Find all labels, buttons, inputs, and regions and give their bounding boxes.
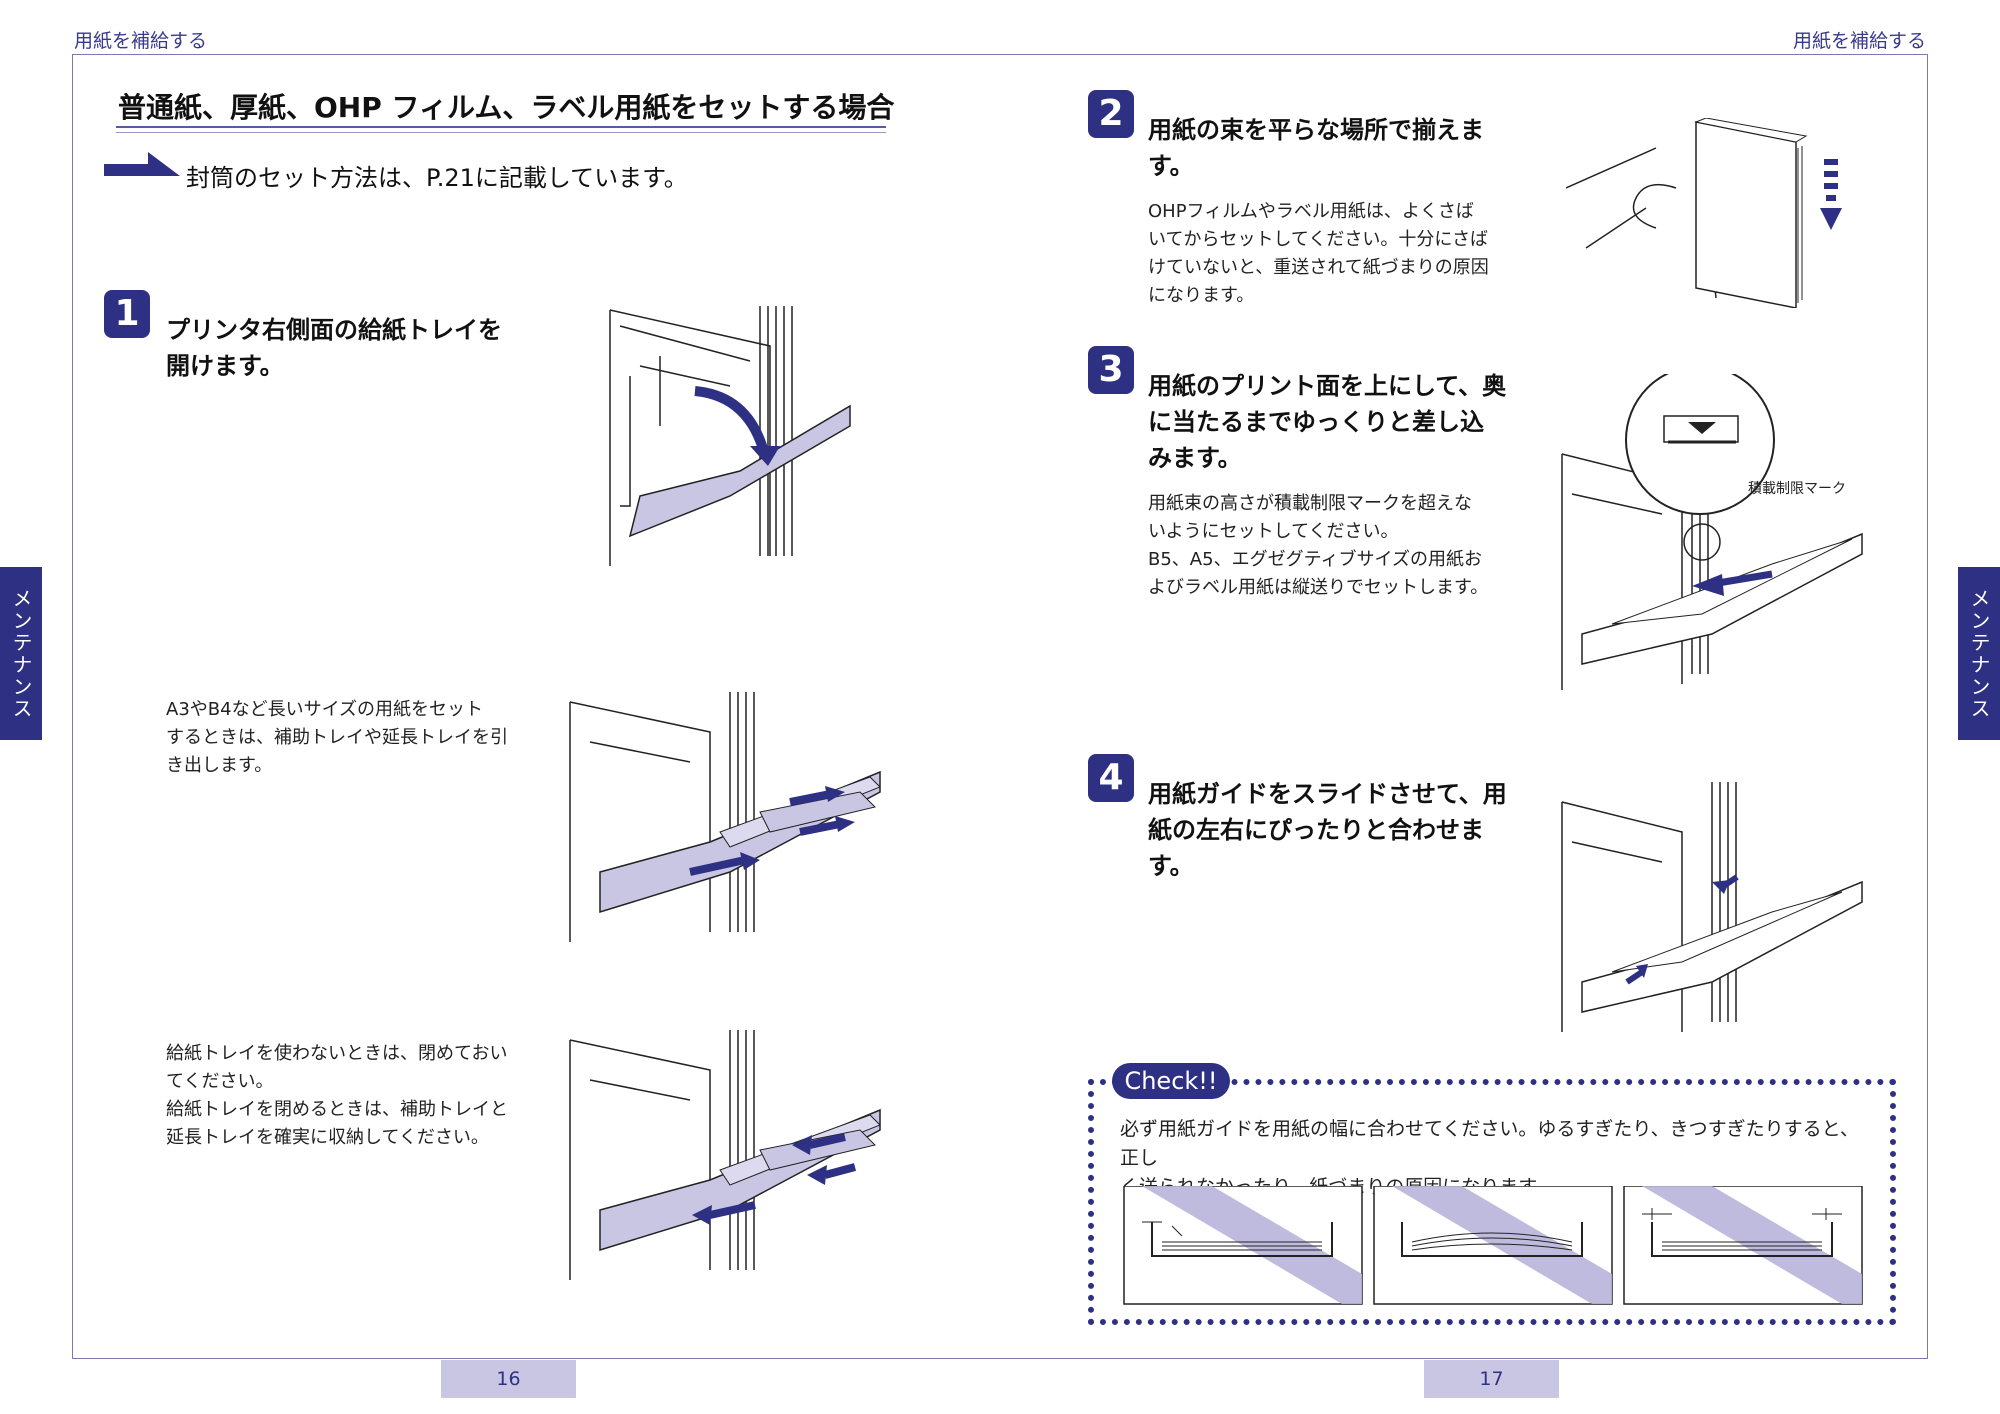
step-3-body-line-2: いようにセットしてください。 (1148, 521, 1399, 542)
step-3-body-line-4: よびラベル用紙は縦送りでセットします。 (1148, 577, 1489, 598)
check-label: Check!! (1112, 1063, 1230, 1099)
tray-open-illustration (609, 306, 851, 566)
page-number-right: 17 (1424, 1360, 1559, 1398)
step-3-body-line-3: B5、A5、エグゼグティブサイズの用紙お (1148, 549, 1482, 570)
step-2-body-line-1: OHPフィルムやラベル用紙は、よくさば (1148, 201, 1474, 222)
step-2-body-line-2: いてからセットしてください。十分にさば (1148, 229, 1489, 250)
page-frame (72, 54, 1928, 1359)
step-2-body: OHPフィルムやラベル用紙は、よくさば いてからセットしてください。十分にさば … (1148, 198, 1489, 310)
diagram-loose (1123, 1186, 1363, 1305)
step-2-line-2: す。 (1148, 152, 1194, 180)
note-long-paper-line-2: するときは、補助トレイや延長トレイを引 (166, 727, 508, 748)
side-tab-right[interactable]: メンテナンス (1958, 567, 2000, 740)
step-1-line-1: プリンタ右側面の給紙トレイを (166, 316, 502, 344)
guide-fit-diagrams (1123, 1186, 1863, 1305)
step-2-body-line-4: になります。 (1148, 285, 1255, 306)
step-4-line-2: 紙の左右にぴったりと合わせま (1148, 816, 1484, 844)
side-tab-left[interactable]: メンテナンス (0, 567, 42, 740)
paper-stack-illustration (1566, 118, 1842, 308)
reference-note: 封筒のセット方法は、P.21に記載しています。 (186, 164, 688, 192)
step-3-text: 用紙のプリント面を上にして、奥 に当たるまでゆっくりと差し込 みます。 (1148, 368, 1506, 476)
note-long-paper: A3やB4など長いサイズの用紙をセット するときは、補助トレイや延長トレイを引 … (166, 696, 508, 780)
diagram-tight (1373, 1186, 1613, 1305)
tray-extend-illustration (569, 692, 881, 942)
check-text-line-1: 必ず用紙ガイドを用紙の幅に合わせてください。ゆるすぎたり、きつすぎたりすると、正… (1120, 1118, 1859, 1169)
capacity-mark-label: 積載制限マーク (1748, 481, 1846, 497)
page-number-left: 16 (441, 1360, 576, 1398)
paper-insert-illustration (1561, 374, 1863, 690)
title-underline-thin (116, 132, 886, 133)
step-4-line-3: す。 (1148, 852, 1194, 880)
paper-guide-illustration (1561, 782, 1863, 1032)
step-3-line-2: に当たるまでゆっくりと差し込 (1148, 408, 1484, 436)
step-1-number: 1 (104, 290, 150, 338)
note-close-tray-line-4: 延長トレイを確実に収納してください。 (166, 1127, 489, 1148)
running-header-right: 用紙を補給する (1792, 30, 1926, 52)
step-4-number: 4 (1088, 754, 1134, 802)
note-long-paper-line-1: A3やB4など長いサイズの用紙をセット (166, 699, 484, 720)
step-2-line-1: 用紙の束を平らな場所で揃えま (1148, 116, 1484, 144)
reference-arrow-icon (104, 152, 180, 176)
step-2-number: 2 (1088, 90, 1134, 138)
step-2-text: 用紙の束を平らな場所で揃えま す。 (1148, 112, 1484, 184)
check-box (1088, 1079, 1896, 1325)
title-underline (116, 126, 886, 128)
step-4-text: 用紙ガイドをスライドさせて、用 紙の左右にぴったりと合わせま す。 (1148, 776, 1507, 884)
step-1-text: プリンタ右側面の給紙トレイを 開けます。 (166, 312, 502, 384)
note-close-tray-line-1: 給紙トレイを使わないときは、閉めておい (166, 1043, 508, 1064)
note-close-tray-line-3: 給紙トレイを閉めるときは、補助トレイと (166, 1099, 508, 1120)
tray-retract-illustration (569, 1030, 881, 1280)
step-4-line-1: 用紙ガイドをスライドさせて、用 (1148, 780, 1507, 808)
step-2-body-line-3: けていないと、重送されて紙づまりの原因 (1148, 257, 1489, 278)
step-3-line-1: 用紙のプリント面を上にして、奥 (1148, 372, 1507, 400)
diagram-correct (1623, 1186, 1863, 1305)
section-title: 普通紙、厚紙、OHP フィルム、ラベル用紙をセットする場合 (118, 91, 895, 124)
note-close-tray: 給紙トレイを使わないときは、閉めておい てください。 給紙トレイを閉めるときは、… (166, 1040, 508, 1152)
step-3-line-3: みます。 (1148, 444, 1242, 472)
step-3-body-line-1: 用紙束の高さが積載制限マークを超えな (1148, 493, 1472, 514)
step-3-number: 3 (1088, 346, 1134, 394)
note-long-paper-line-3: き出します。 (166, 755, 273, 776)
step-1-line-2: 開けます。 (166, 352, 284, 380)
step-3-body: 用紙束の高さが積載制限マークを超えな いようにセットしてください。 B5、A5、… (1148, 490, 1488, 602)
running-header-left: 用紙を補給する (74, 30, 208, 52)
note-close-tray-line-2: てください。 (166, 1071, 274, 1092)
